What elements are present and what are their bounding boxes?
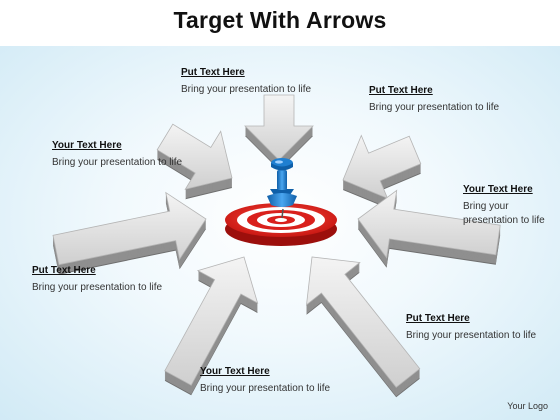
text-label-top-right: Put Text Here Bring your presentation to… — [369, 84, 509, 115]
label-body: Bring your presentation to life — [369, 102, 500, 113]
label-body: Bring your presentation to life — [406, 330, 537, 341]
logo-text: Your Logo — [507, 401, 548, 411]
arrow-face — [52, 191, 207, 266]
label-body: Bring your presentation to life — [200, 383, 331, 394]
bullseye-icon — [225, 203, 337, 246]
arrow-face — [164, 256, 259, 386]
text-label-lower-right: Put Text Here Bring your presentation to… — [406, 312, 546, 343]
arrow-face — [342, 134, 422, 200]
arrow-icon — [156, 123, 233, 200]
arrow-face — [244, 94, 314, 161]
label-body: Bring your presentation to life — [463, 201, 545, 226]
label-heading: Your Text Here — [463, 184, 533, 195]
text-label-bottom: Your Text Here Bring your presentation t… — [200, 365, 340, 396]
text-label-lower-left: Put Text Here Bring your presentation to… — [32, 264, 172, 295]
arrow-icon — [305, 256, 421, 398]
arrow-face — [156, 123, 233, 190]
label-heading: Put Text Here — [369, 85, 433, 96]
page-title: Target With Arrows — [173, 7, 387, 33]
label-heading: Your Text Here — [52, 140, 122, 151]
arrow-icon — [164, 256, 259, 396]
label-heading: Put Text Here — [181, 67, 245, 78]
arrow-icon — [244, 94, 314, 170]
arrows-layer — [52, 94, 501, 398]
label-heading: Put Text Here — [32, 265, 96, 276]
title-band — [0, 0, 560, 46]
arrow-face — [305, 256, 421, 388]
text-label-top: Put Text Here Bring your presentation to… — [181, 66, 321, 97]
label-heading: Put Text Here — [406, 313, 470, 324]
arrow-icon — [52, 191, 207, 275]
pushpin-icon — [267, 158, 297, 219]
label-body: Bring your presentation to life — [181, 84, 312, 95]
label-body: Bring your presentation to life — [32, 282, 163, 293]
text-label-upper-left: Your Text Here Bring your presentation t… — [52, 139, 192, 170]
label-heading: Your Text Here — [200, 366, 270, 377]
text-label-right: Your Text Here Bring your presentation t… — [463, 183, 555, 228]
arrow-face — [357, 189, 501, 259]
label-body: Bring your presentation to life — [52, 157, 183, 168]
arrow-icon — [357, 189, 501, 268]
arrow-icon — [342, 134, 422, 209]
